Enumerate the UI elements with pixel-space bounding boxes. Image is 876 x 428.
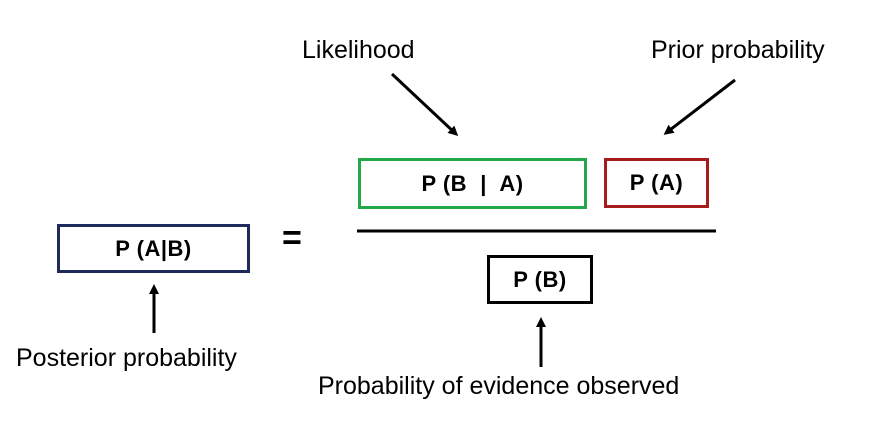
likelihood-arrow-icon (390, 72, 459, 137)
evidence-label: Probability of evidence observed (318, 372, 680, 400)
likelihood-label: Likelihood (302, 36, 415, 64)
likelihood-box: P (B | A) (358, 158, 587, 209)
prior-label: Prior probability (651, 36, 825, 64)
posterior-label: Posterior probability (16, 344, 237, 372)
posterior-box: P (A|B) (57, 224, 250, 273)
evidence-box: P (B) (487, 255, 593, 304)
equals-sign: = (282, 219, 302, 257)
prior-box: P (A) (604, 158, 709, 208)
prior-arrow-icon (663, 78, 736, 135)
